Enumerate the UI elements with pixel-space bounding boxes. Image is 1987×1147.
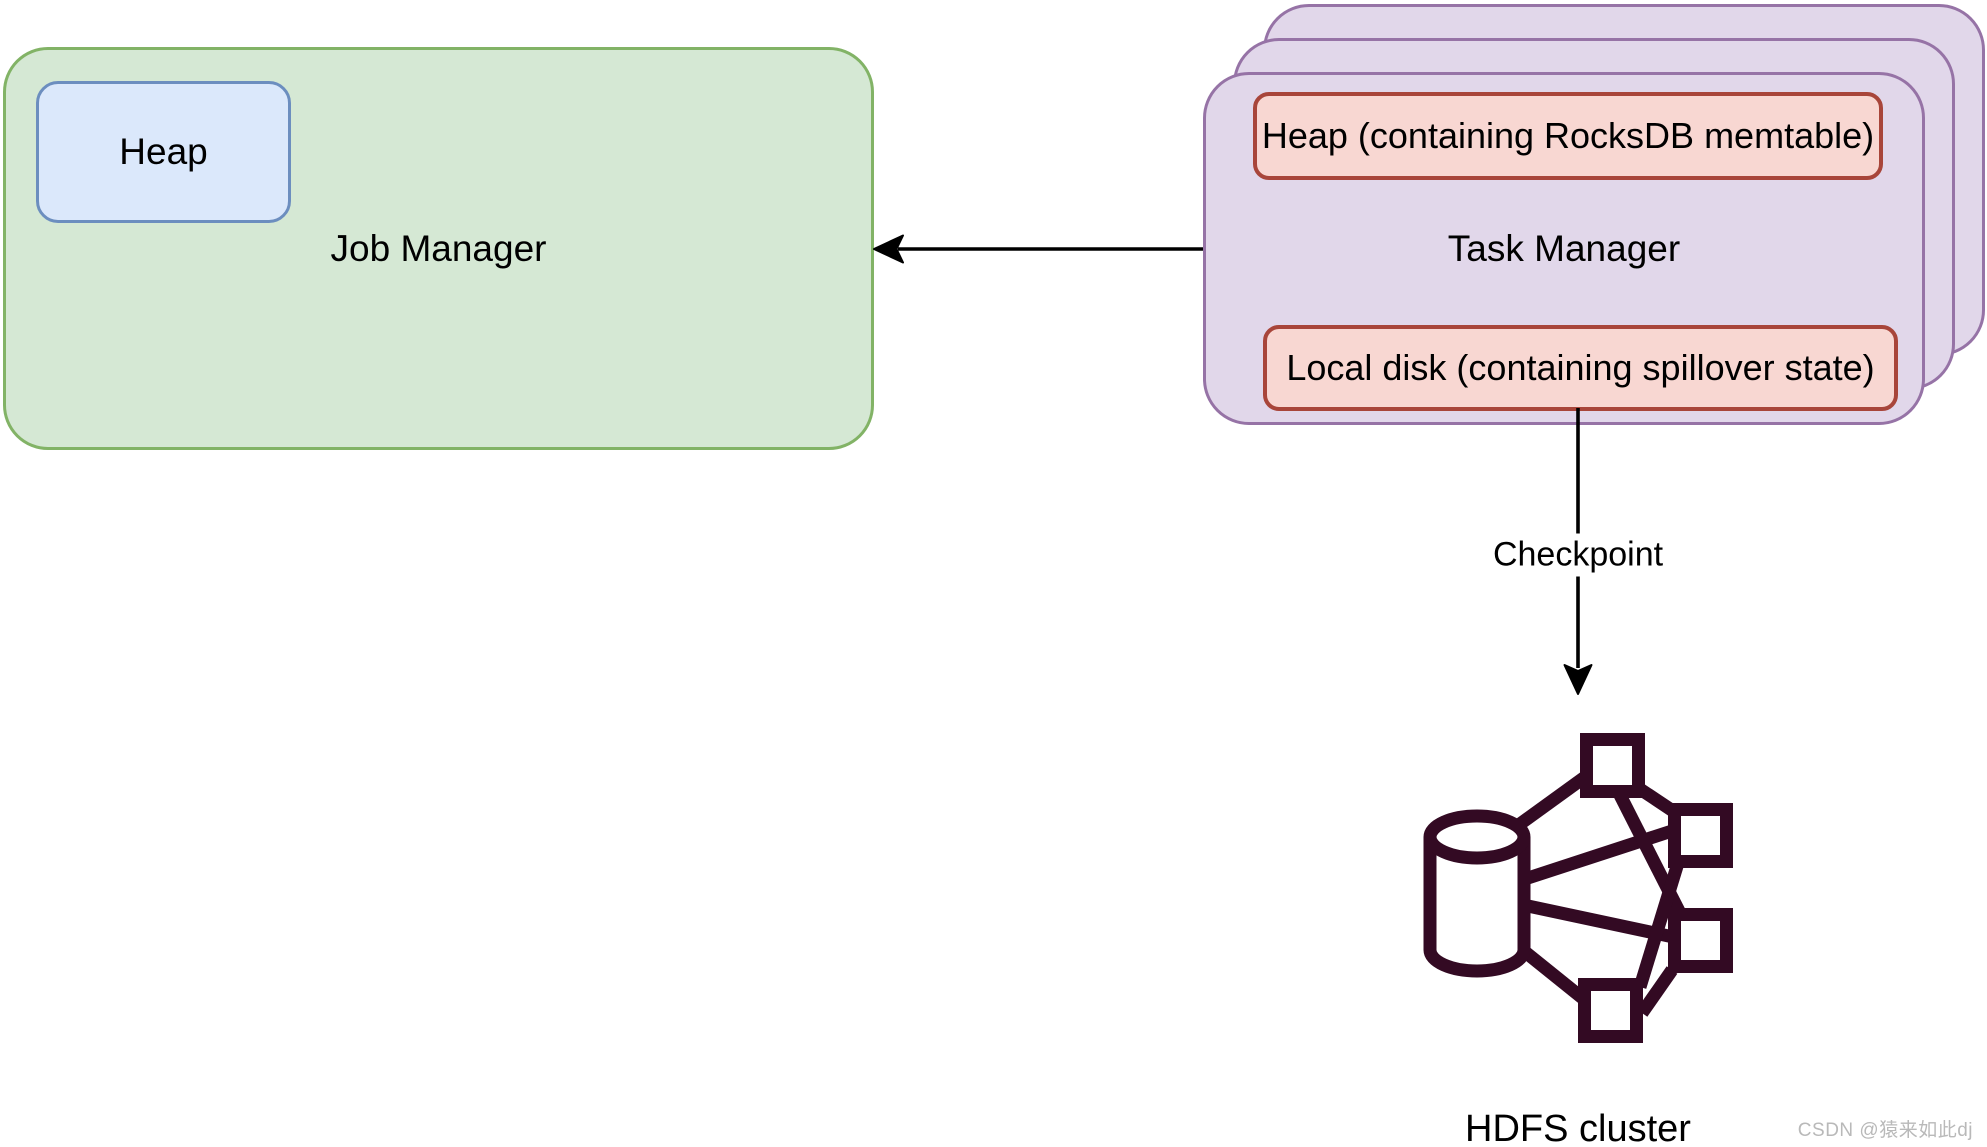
heap-label: Heap [119,131,208,172]
task-manager-node: Heap (containing RocksDB memtable) Task … [1203,72,1925,425]
hdfs-cluster-label: HDFS cluster [1465,1108,1691,1147]
job-manager-node: Heap Job Manager [3,47,874,450]
heap-rocksdb-label: Heap (containing RocksDB memtable) [1261,115,1875,156]
heap-rocksdb-node: Heap (containing RocksDB memtable) [1253,92,1883,180]
heap-node: Heap [36,81,291,223]
job-manager-label: Job Manager [330,227,547,269]
hdfs-connection-lines [1516,763,1688,1017]
task-to-job-arrow [873,234,1203,264]
local-disk-node: Local disk (containing spillover state) [1263,325,1898,411]
task-manager-label: Task Manager [1447,227,1681,269]
checkpoint-edge-label: Checkpoint [1482,533,1674,577]
hdfs-node-squares [1578,733,1733,1043]
local-disk-label: Local disk (containing spillover state) [1286,347,1875,388]
hdfs-network-icon [1423,733,1733,1043]
watermark: CSDN @猿来如此dj [1797,1120,1973,1141]
database-cylinder-icon [1423,809,1531,978]
